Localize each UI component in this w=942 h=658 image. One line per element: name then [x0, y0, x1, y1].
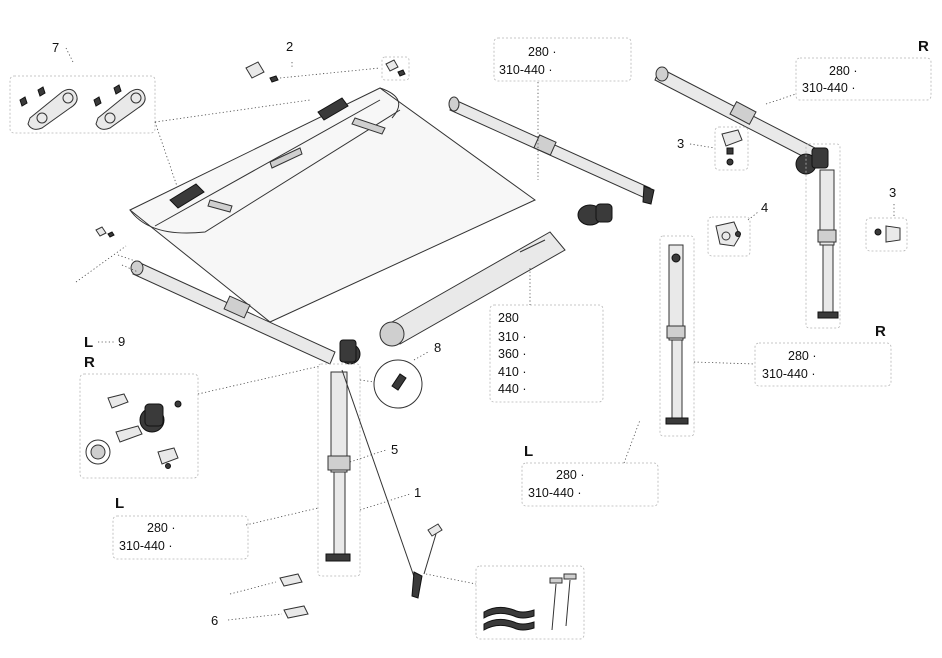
right-leg-assembly: 280 · 310-440 · R 280 · 310-440 · L — [521, 235, 892, 507]
head-rail-bracket-left-icon — [169, 183, 205, 209]
side-label-left-arm: L — [84, 334, 93, 351]
callout-6: 6 — [211, 613, 218, 628]
size-310-440-right-leg-r: 310-440 · — [762, 367, 816, 381]
part-7-hook-brackets: 7 — [9, 40, 311, 196]
left-arm-rail: L 9 — [84, 254, 361, 365]
size-280-right-rail: 280 · — [829, 64, 858, 78]
head-rail-bracket-right-icon — [317, 97, 349, 121]
screw-icon — [269, 75, 279, 83]
size-310-440-right-rail: 310-440 · — [802, 81, 856, 95]
size-table-right-leg-l — [521, 462, 659, 507]
callout-7: 7 — [52, 40, 59, 55]
size-roller-360: 360 · — [498, 347, 527, 361]
left-screws — [75, 226, 127, 283]
callout-2: 2 — [286, 39, 293, 54]
roller-end-cap-icon — [577, 203, 613, 226]
size-table-left-leg — [112, 515, 249, 560]
hook-bracket-right-icon — [93, 84, 146, 130]
callout-1: 1 — [414, 485, 421, 500]
side-label-left-bracket: R — [84, 354, 95, 371]
part-2-box — [381, 56, 410, 81]
floor-bracket-upper-icon — [279, 573, 303, 587]
canopy-fabric — [129, 87, 536, 323]
part-8-detail: 8 — [359, 340, 441, 409]
tie-down-strap-icon — [483, 606, 535, 631]
size-280-left-leg: 280 · — [147, 521, 176, 535]
left-leg-assembly: 280 · 310-440 · L 5 — [112, 363, 398, 577]
floor-bracket-lower-icon — [283, 605, 309, 619]
size-roller-440: 440 · — [498, 382, 527, 396]
size-280-right-leg-r: 280 · — [788, 349, 817, 363]
side-label-mid-right: R — [875, 323, 886, 340]
part-1-brace-rod: 1 — [341, 369, 477, 599]
end-cap-icon — [245, 61, 265, 79]
part-3-clip-upper: 3 — [677, 126, 749, 171]
part-7-box — [9, 75, 156, 134]
side-label-top-right: R — [918, 38, 929, 55]
part-6-floor-brackets: 6 — [211, 573, 309, 628]
size-310-440-right-leg-l: 310-440 · — [528, 486, 582, 500]
size-roller-310: 310 · — [498, 330, 527, 344]
size-310-440-top: 310-440 · — [499, 63, 553, 77]
size-roller-410: 410 · — [498, 365, 527, 379]
callout-3-right: 3 — [889, 185, 896, 200]
ground-pegs-straps — [475, 565, 585, 640]
size-table-top-rail — [493, 37, 632, 82]
roller-tube: 280 310 · 360 · 410 · 440 · — [379, 203, 613, 403]
callout-8: 8 — [434, 340, 441, 355]
knuckle-joint-left-icon — [339, 339, 361, 365]
part-4-bracket: 4 — [707, 200, 768, 257]
part-3-clip-right: 3 — [865, 185, 908, 252]
knuckle-bracket-icon — [139, 403, 165, 433]
part-2-end-caps: 2 — [245, 39, 410, 83]
callout-5: 5 — [391, 442, 398, 457]
top-arm-rail: 280 · 310-440 · — [448, 37, 655, 205]
size-280-top: 280 · — [528, 45, 557, 59]
callout-9: 9 — [118, 334, 125, 349]
knuckle-joint-right-icon — [795, 147, 829, 175]
callout-3-upper: 3 — [677, 136, 684, 151]
size-310-440-left-leg: 310-440 · — [119, 539, 173, 553]
left-bracket-assembly: R — [79, 354, 321, 479]
size-table-right-rail — [795, 57, 932, 101]
size-table-right-leg-r — [754, 342, 892, 387]
side-label-left-side: L — [115, 495, 124, 512]
size-table-roller — [489, 304, 604, 403]
ground-peg-icon — [549, 573, 577, 631]
detail-circle — [373, 359, 423, 409]
size-roller-280: 280 — [498, 311, 519, 325]
callout-4: 4 — [761, 200, 768, 215]
right-arm-assembly: 280 · 310-440 · R — [654, 38, 932, 329]
size-280-right-leg-l: 280 · — [556, 468, 585, 482]
side-label-right-leg: L — [524, 443, 533, 460]
hook-bracket-left-icon — [19, 86, 78, 130]
